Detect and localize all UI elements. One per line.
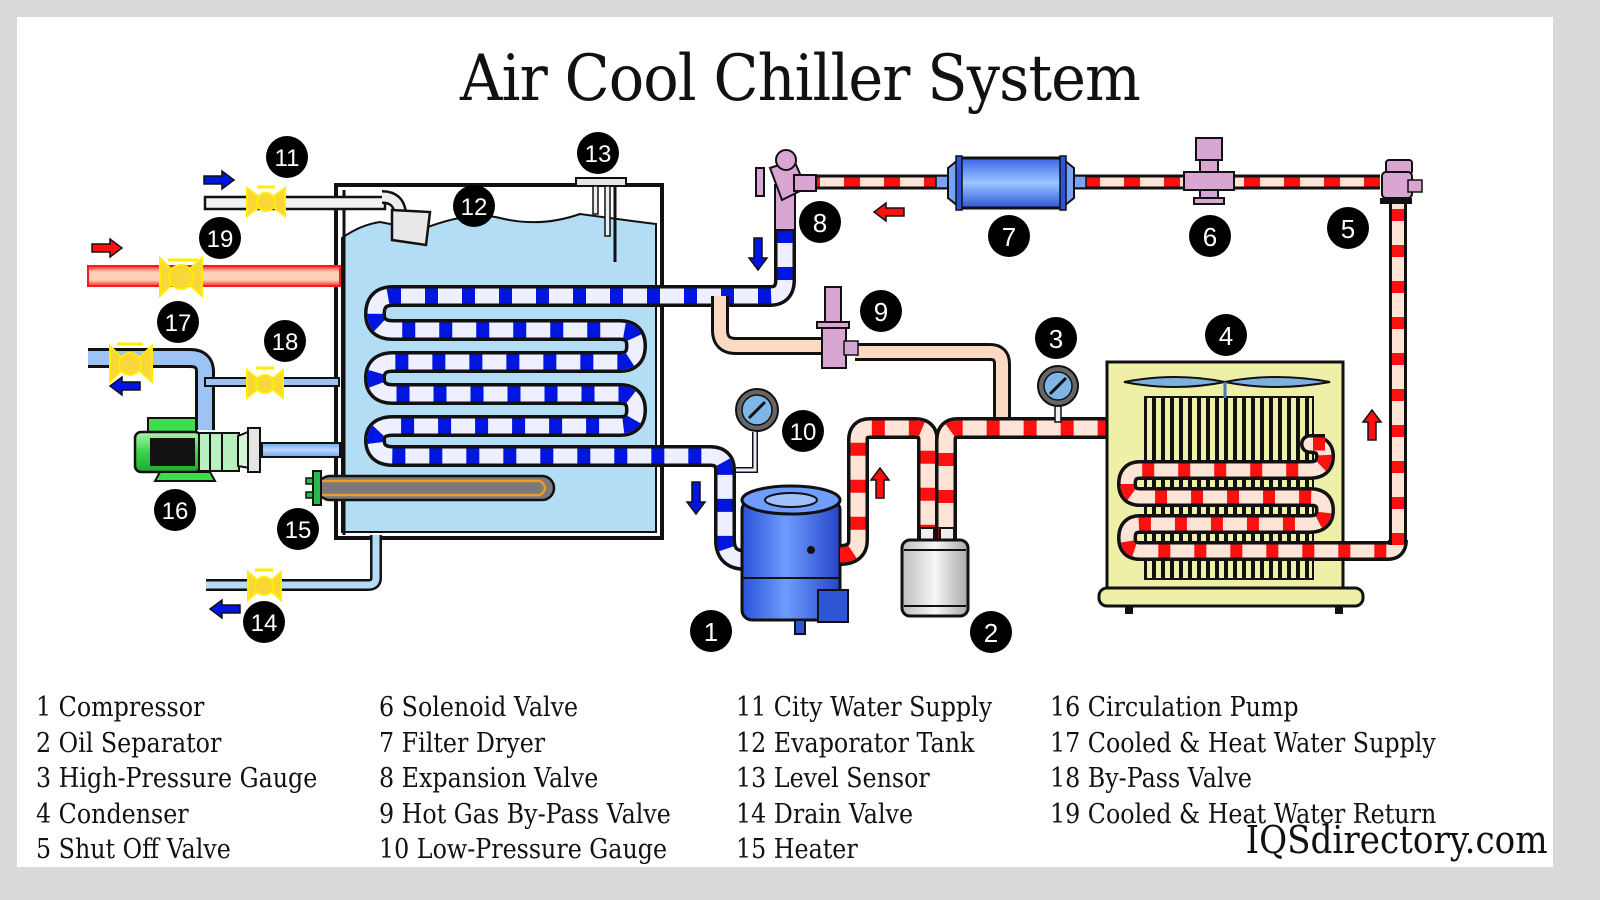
diagram-title: Air Cool Chiller System: [460, 42, 1141, 116]
svg-text:2: 2: [984, 618, 998, 648]
valve-icon-19: [159, 255, 203, 299]
condenser: [1097, 360, 1408, 614]
svg-text:18: 18: [272, 329, 299, 356]
badge-7: 7: [988, 215, 1030, 257]
svg-text:13: 13: [585, 141, 612, 168]
badge-10: 10: [782, 410, 824, 452]
pump-discharge-pipe: [261, 442, 341, 458]
svg-text:6: 6: [1203, 222, 1217, 252]
badge-12: 12: [453, 185, 495, 227]
badge-13: 13: [577, 132, 619, 174]
svg-text:7: 7: [1002, 222, 1016, 252]
circulation-pump: [133, 417, 261, 482]
drain-pipe: [206, 535, 382, 591]
svg-text:4: 4: [1219, 321, 1233, 351]
hot-gas-bypass-line: [711, 296, 1011, 420]
low-pressure-gauge: [735, 388, 779, 473]
badge-18: 18: [264, 320, 306, 362]
legend-item: 15 Heater: [736, 834, 858, 865]
badge-14: 14: [243, 601, 285, 643]
legend-item: 19 Cooled & Heat Water Return: [1050, 798, 1437, 830]
legend-item: 10 Low-Pressure Gauge: [379, 834, 668, 865]
legend-column-3: 11 City Water Supply 12 Evaporator Tank …: [736, 690, 1027, 868]
svg-text:10: 10: [790, 419, 817, 446]
badge-9: 9: [860, 290, 902, 332]
valve-icon-18: [246, 366, 284, 401]
legend-item: 17 Cooled & Heat Water Supply: [1050, 727, 1436, 759]
flow-arrow-right-red: [91, 237, 124, 259]
badge-1: 1: [690, 610, 732, 652]
legend-item: 14 Drain Valve: [736, 798, 914, 830]
legend-item: 5 Shut Off Valve: [36, 834, 231, 865]
high-pressure-gauge: [1037, 365, 1079, 423]
city-water-supply-pipe: [203, 190, 432, 247]
flow-arrow-left-blue: [108, 375, 141, 397]
heater: [305, 470, 556, 506]
solenoid-valve: [1183, 137, 1235, 205]
level-sensor: [575, 177, 627, 262]
return-water-pipe: [87, 265, 341, 287]
legend-column-1: 1 Compressor 2 Oil Separator 3 High-Pres…: [36, 690, 356, 868]
valve-icon-11: [246, 185, 286, 218]
legend-item: 3 High-Pressure Gauge: [36, 763, 318, 794]
svg-text:16: 16: [162, 498, 189, 525]
legend-item: 12 Evaporator Tank: [736, 727, 975, 759]
expansion-valve: [755, 149, 817, 231]
legend-item: 16 Circulation Pump: [1050, 692, 1299, 723]
svg-text:12: 12: [461, 194, 488, 221]
filter-dryer: [935, 155, 1087, 211]
badge-3: 3: [1035, 317, 1077, 359]
legend-item: 2 Oil Separator: [36, 727, 222, 759]
flow-arrow-left-blue-drain: [208, 598, 241, 620]
svg-text:1: 1: [704, 617, 718, 647]
evaporator-coil: [364, 230, 796, 571]
flow-arrow-down-blue-suction: [685, 481, 707, 516]
badge-8: 8: [799, 201, 841, 243]
supply-water-pipe: [88, 348, 215, 430]
svg-text:3: 3: [1049, 324, 1063, 354]
shut-off-valve: [1380, 159, 1423, 204]
legend-item: 1 Compressor: [36, 692, 205, 723]
brand-watermark: IQSdirectory.com: [1245, 818, 1548, 862]
float-valve-icon: [390, 208, 432, 247]
svg-text:17: 17: [165, 310, 192, 337]
svg-text:15: 15: [285, 517, 312, 544]
svg-text:14: 14: [251, 610, 278, 637]
flow-arrow-up-red-condenser: [1361, 408, 1383, 441]
legend-item: 11 City Water Supply: [736, 692, 993, 723]
legend-item: 6 Solenoid Valve: [379, 692, 579, 723]
badge-16: 16: [154, 489, 196, 531]
badge-17: 17: [157, 301, 199, 343]
legend-item: 9 Hot Gas By-Pass Valve: [379, 798, 671, 830]
svg-text:8: 8: [813, 208, 827, 238]
badge-4: 4: [1205, 314, 1247, 356]
svg-text:11: 11: [275, 145, 300, 172]
legend-item: 13 Level Sensor: [736, 763, 930, 794]
compressor: [740, 484, 849, 635]
badge-2: 2: [970, 611, 1012, 653]
flow-arrow-up-red: [869, 466, 891, 499]
badge-19: 19: [199, 217, 241, 259]
flow-arrow-down-blue: [747, 237, 769, 272]
legend-item: 8 Expansion Valve: [379, 763, 599, 794]
svg-text:9: 9: [874, 297, 888, 327]
badge-6: 6: [1189, 215, 1231, 257]
valve-icon-17: [109, 342, 153, 385]
legend-item: 7 Filter Dryer: [379, 727, 546, 759]
legend-column-2: 6 Solenoid Valve 7 Filter Dryer 8 Expans…: [379, 690, 711, 868]
legend-item: 4 Condenser: [36, 798, 189, 830]
liquid-line: [800, 174, 1407, 545]
hot-gas-bypass-valve: [816, 286, 859, 369]
legend-item: 18 By-Pass Valve: [1050, 763, 1252, 794]
svg-text:5: 5: [1341, 214, 1355, 244]
badge-5: 5: [1327, 207, 1369, 249]
legend-column-4: 16 Circulation Pump 17 Cooled & Heat Wat…: [1050, 690, 1489, 832]
valve-icon-14: [247, 568, 282, 603]
badge-15: 15: [277, 508, 319, 550]
svg-text:19: 19: [207, 226, 234, 253]
oil-separator: [900, 527, 970, 618]
badge-11: 11: [266, 136, 308, 178]
flow-arrow-left-red: [872, 201, 905, 223]
flow-arrow-right-blue: [203, 169, 236, 191]
